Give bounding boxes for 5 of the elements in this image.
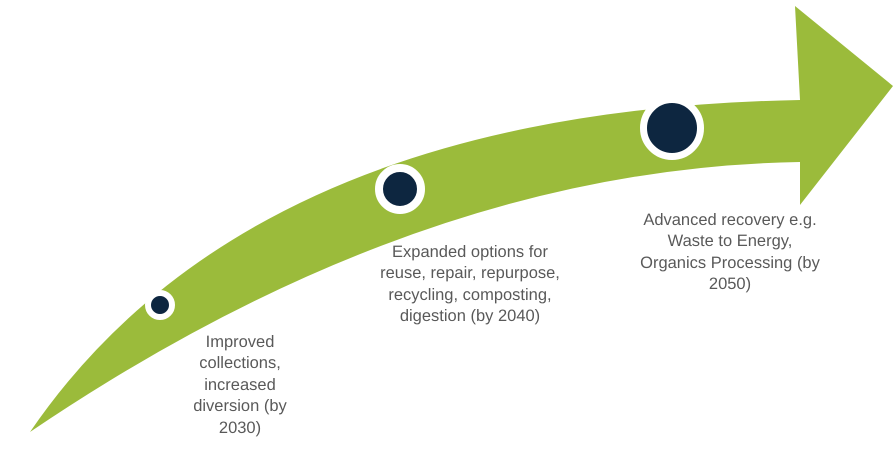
milestone-marker <box>145 290 175 320</box>
milestone-caption: Improved collections, increased diversion (by 2030) <box>192 332 288 439</box>
milestone-caption: Expanded options for reuse, repair, repurpose, recycling, composting, digestion (by 2040) <box>379 242 561 328</box>
milestone-caption: Advanced recovery e.g. Waste to Energy, Organics Processing (by 2050) <box>640 210 820 296</box>
milestone-marker <box>375 164 425 214</box>
